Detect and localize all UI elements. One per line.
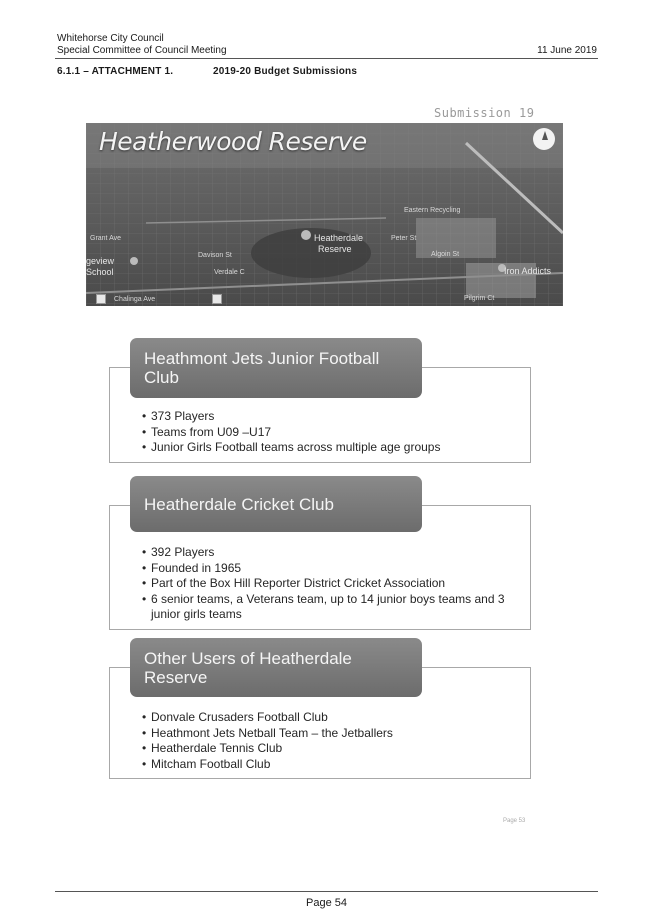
header-meeting: Special Committee of Council Meeting <box>57 45 227 56</box>
inner-page-number: Page 53 <box>503 818 526 824</box>
section-heading: Heatherdale Cricket Club <box>130 476 422 532</box>
list-item: Founded in 1965 <box>142 561 512 577</box>
list-item: Part of the Box Hill Reporter District C… <box>142 576 512 592</box>
list-item: Teams from U09 –U17 <box>142 425 440 441</box>
header-date: 11 June 2019 <box>537 45 597 56</box>
map-label: Heatherdale <box>314 233 364 243</box>
map-label: Davison St <box>198 252 232 259</box>
map-label: Algoin St <box>431 251 460 258</box>
section-heading: Other Users of Heatherdale Reserve <box>130 638 422 697</box>
list-item: 373 Players <box>142 409 440 425</box>
footer-page-number: Page 54 <box>306 897 347 909</box>
map-label: Chalinga Ave <box>114 296 156 303</box>
list-item: 6 senior teams, a Veterans team, up to 1… <box>142 592 512 623</box>
list-item: Heathmont Jets Netball Team – the Jetbal… <box>142 726 393 742</box>
list-item: Mitcham Football Club <box>142 757 393 773</box>
submission-tag: Submission 19 <box>434 106 535 120</box>
map-label: Pilgrim Ct <box>464 295 495 302</box>
section-bullet-list: 392 Players Founded in 1965 Part of the … <box>142 545 512 623</box>
map-label: Grant Ave <box>90 235 122 242</box>
header-organisation: Whitehorse City Council <box>57 33 164 44</box>
attachment-id: 6.1.1 – ATTACHMENT 1. <box>57 66 174 77</box>
section-bullet-list: Donvale Crusaders Football Club Heathmon… <box>142 710 393 772</box>
section-bullet-list: 373 Players Teams from U09 –U17 Junior G… <box>142 409 440 456</box>
map-label: Eastern Recycling <box>404 207 461 214</box>
section-heading: Heathmont Jets Junior Football Club <box>130 338 422 398</box>
map-control-button[interactable] <box>212 294 222 304</box>
map-label: Peter St <box>391 235 417 242</box>
list-item: Donvale Crusaders Football Club <box>142 710 393 726</box>
map-label: Verdale C <box>214 269 245 276</box>
list-item: 392 Players <box>142 545 512 561</box>
footer-rule <box>55 891 598 892</box>
list-item: Junior Girls Football teams across multi… <box>142 440 440 456</box>
map-image: Heatherwood Reserve Heatherdale Reserve … <box>86 123 563 306</box>
map-label: Iron Addicts <box>504 266 552 276</box>
map-label: geview <box>86 256 115 266</box>
list-item: Heatherdale Tennis Club <box>142 741 393 757</box>
header-rule <box>55 58 598 59</box>
map-control-button[interactable] <box>96 294 106 304</box>
map-title: Heatherwood Reserve <box>99 127 367 156</box>
compass-icon[interactable] <box>533 128 555 150</box>
attachment-title: 2019-20 Budget Submissions <box>213 66 358 77</box>
map-label: School <box>86 267 114 277</box>
map-label: Reserve <box>318 244 352 254</box>
